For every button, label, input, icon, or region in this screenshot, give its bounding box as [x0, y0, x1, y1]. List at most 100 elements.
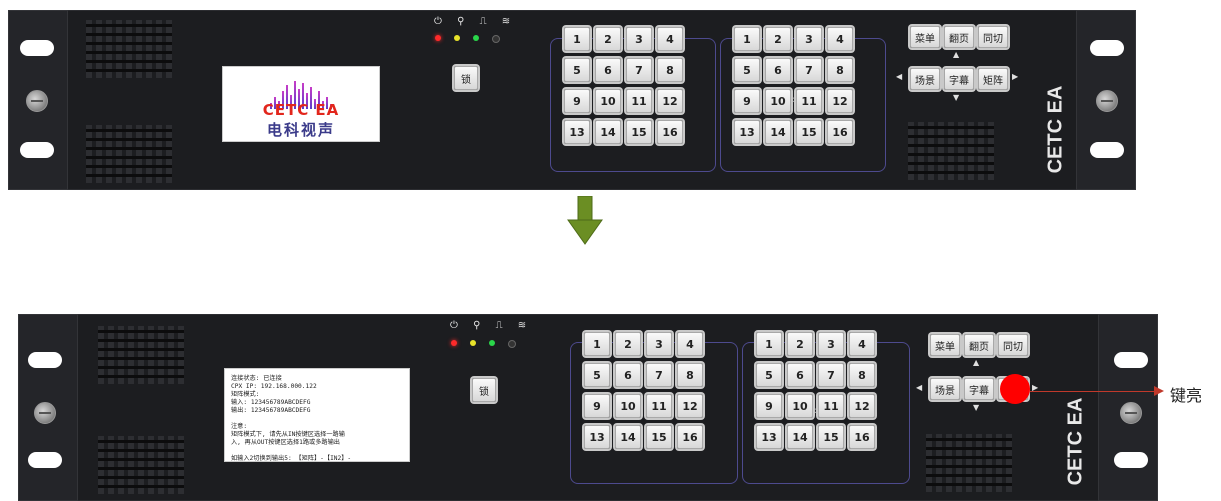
up-arrow-icon[interactable]: ▲ [953, 50, 960, 59]
out-key-15[interactable]: 15 [796, 120, 822, 144]
cetc-logo: CETC EA 电科视声 [223, 79, 379, 140]
out-key-12[interactable]: 12 [827, 89, 853, 113]
lock-button[interactable]: 锁 [472, 378, 496, 402]
out-key-10[interactable]: 10 [787, 394, 813, 418]
lock-button[interactable]: 锁 [454, 66, 478, 90]
in-key-16[interactable]: 16 [677, 425, 703, 449]
left-arrow-icon[interactable]: ◀ [916, 383, 923, 392]
out-key-12[interactable]: 12 [849, 394, 875, 418]
network-led [489, 340, 495, 346]
out-key-16[interactable]: 16 [849, 425, 875, 449]
out-key-1[interactable]: 1 [734, 27, 760, 51]
in-key-9[interactable]: 9 [564, 89, 590, 113]
in-key-14[interactable]: 14 [595, 120, 621, 144]
in-key-15[interactable]: 15 [626, 120, 652, 144]
in-key-7[interactable]: 7 [626, 58, 652, 82]
in-key-8[interactable]: 8 [657, 58, 683, 82]
in-key-2[interactable]: 2 [595, 27, 621, 51]
in-key-4[interactable]: 4 [657, 27, 683, 51]
in-key-7[interactable]: 7 [646, 363, 672, 387]
in-key-14[interactable]: 14 [615, 425, 641, 449]
out-key-4[interactable]: 4 [827, 27, 853, 51]
in-key-10[interactable]: 10 [595, 89, 621, 113]
in-key-2[interactable]: 2 [615, 332, 641, 356]
in-key-6[interactable]: 6 [595, 58, 621, 82]
left-arrow-icon[interactable]: ◀ [896, 72, 903, 81]
out-key-11[interactable]: 11 [818, 394, 844, 418]
out-key-5[interactable]: 5 [734, 58, 760, 82]
out-key-1[interactable]: 1 [756, 332, 782, 356]
mount-hole [28, 352, 62, 368]
scene-button[interactable]: 场景 [930, 378, 960, 400]
out-key-4[interactable]: 4 [849, 332, 875, 356]
in-key-13[interactable]: 13 [584, 425, 610, 449]
in-key-11[interactable]: 11 [626, 89, 652, 113]
out-key-6[interactable]: 6 [765, 58, 791, 82]
in-key-13[interactable]: 13 [564, 120, 590, 144]
out-key-7[interactable]: 7 [796, 58, 822, 82]
mount-hole [1090, 40, 1124, 56]
out-key-3[interactable]: 3 [796, 27, 822, 51]
subtitle-button[interactable]: 字幕 [964, 378, 994, 400]
out-key-9[interactable]: 9 [734, 89, 760, 113]
out-key-9[interactable]: 9 [756, 394, 782, 418]
in-key-11[interactable]: 11 [646, 394, 672, 418]
mount-hole [20, 40, 54, 56]
bottom-device-panel: 连接状态: 已连接 CPX IP: 192.168.000.122 矩阵模式: … [18, 314, 1158, 501]
out-key-15[interactable]: 15 [818, 425, 844, 449]
key-lit-indicator [1000, 374, 1030, 404]
up-arrow-icon[interactable]: ▲ [973, 358, 980, 367]
wifi-led [508, 340, 516, 348]
in-key-5[interactable]: 5 [564, 58, 590, 82]
out-key-11[interactable]: 11 [796, 89, 822, 113]
in-key-1[interactable]: 1 [564, 27, 590, 51]
right-arrow-icon[interactable]: ▶ [1032, 383, 1039, 392]
out-key-10[interactable]: 10 [765, 89, 791, 113]
out-key-13[interactable]: 13 [734, 120, 760, 144]
down-arrow-icon[interactable]: ▼ [973, 403, 980, 412]
in-key-15[interactable]: 15 [646, 425, 672, 449]
menu-button[interactable]: 菜单 [930, 334, 960, 356]
menu-button[interactable]: 菜单 [910, 26, 940, 48]
in-key-3[interactable]: 3 [626, 27, 652, 51]
status-info-text: 连接状态: 已连接 CPX IP: 192.168.000.122 矩阵模式: … [231, 375, 352, 462]
page-button[interactable]: 翻页 [944, 26, 974, 48]
in-key-16[interactable]: 16 [657, 120, 683, 144]
in-key-6[interactable]: 6 [615, 363, 641, 387]
out-key-8[interactable]: 8 [827, 58, 853, 82]
in-key-4[interactable]: 4 [677, 332, 703, 356]
scene-button[interactable]: 场景 [910, 68, 940, 90]
callout-label: 键亮 [1170, 386, 1203, 405]
out-key-8[interactable]: 8 [849, 363, 875, 387]
down-arrow-icon[interactable]: ▼ [953, 93, 960, 102]
out-key-2[interactable]: 2 [787, 332, 813, 356]
right-arrow-icon[interactable]: ▶ [1012, 72, 1019, 81]
sync-switch-button[interactable]: 同切 [998, 334, 1028, 356]
out-key-6[interactable]: 6 [787, 363, 813, 387]
out-key-2[interactable]: 2 [765, 27, 791, 51]
status-led [470, 340, 476, 346]
page-button[interactable]: 翻页 [964, 334, 994, 356]
in-key-12[interactable]: 12 [677, 394, 703, 418]
logo-chinese-name: 电科视声 [266, 121, 335, 139]
matrix-button[interactable]: 矩阵 [978, 68, 1008, 90]
in-key-1[interactable]: 1 [584, 332, 610, 356]
subtitle-button[interactable]: 字幕 [944, 68, 974, 90]
in-key-10[interactable]: 10 [615, 394, 641, 418]
sync-switch-button[interactable]: 同切 [978, 26, 1008, 48]
out-key-14[interactable]: 14 [787, 425, 813, 449]
in-key-9[interactable]: 9 [584, 394, 610, 418]
out-key-14[interactable]: 14 [765, 120, 791, 144]
in-key-5[interactable]: 5 [584, 363, 610, 387]
out-key-3[interactable]: 3 [818, 332, 844, 356]
in-key-12[interactable]: 12 [657, 89, 683, 113]
out-key-5[interactable]: 5 [756, 363, 782, 387]
in-key-8[interactable]: 8 [677, 363, 703, 387]
out-key-16[interactable]: 16 [827, 120, 853, 144]
in-key-3[interactable]: 3 [646, 332, 672, 356]
out-key-13[interactable]: 13 [756, 425, 782, 449]
vent-grille [98, 326, 184, 384]
screw-icon [26, 90, 48, 112]
out-key-7[interactable]: 7 [818, 363, 844, 387]
callout-line [1030, 391, 1158, 392]
